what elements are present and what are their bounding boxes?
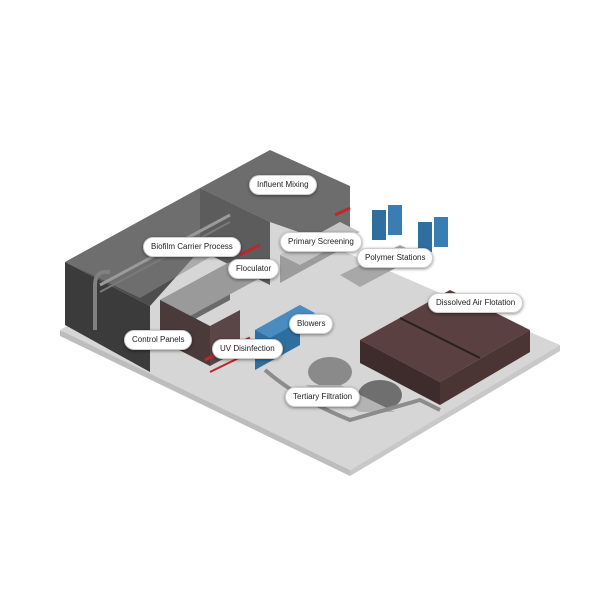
callout-floculator: Floculator xyxy=(228,259,280,279)
daf-tank-top xyxy=(360,290,530,382)
floor-edge-right xyxy=(350,345,560,476)
callout-control-panels: Control Panels xyxy=(124,330,193,350)
red-pipe-3 xyxy=(239,243,261,257)
polymer-tank-1 xyxy=(372,210,386,240)
callout-influent-mixing: Influent Mixing xyxy=(249,175,317,195)
polymer-tank-2 xyxy=(388,205,402,235)
polymer-tank-4 xyxy=(434,217,448,247)
pipe-rack-2 xyxy=(99,221,231,293)
callout-biofilm-carrier-process: Biofilm Carrier Process xyxy=(143,237,241,257)
callout-uv-disinfection: UV Disinfection xyxy=(212,339,283,359)
red-pipe-4 xyxy=(334,206,351,217)
daf-tank-side xyxy=(440,330,530,405)
floor-edge xyxy=(60,330,350,476)
building-back-wall xyxy=(200,150,350,250)
callout-primary-screening: Primary Screening xyxy=(280,232,362,252)
callout-blowers: Blowers xyxy=(289,314,334,334)
pipe-loop xyxy=(93,269,111,330)
blower-unit-top xyxy=(255,305,315,338)
callout-tertiary-filtration: Tertiary Filtration xyxy=(285,387,361,407)
polymer-tank-3 xyxy=(418,222,432,252)
callout-polymer-stations: Polymer Stations xyxy=(357,248,434,268)
daf-divider xyxy=(399,317,481,359)
filter-drum-1 xyxy=(308,357,352,387)
daf-tank-front xyxy=(360,340,440,405)
callout-dissolved-air-flotation: Dissolved Air Flotation xyxy=(428,293,524,313)
